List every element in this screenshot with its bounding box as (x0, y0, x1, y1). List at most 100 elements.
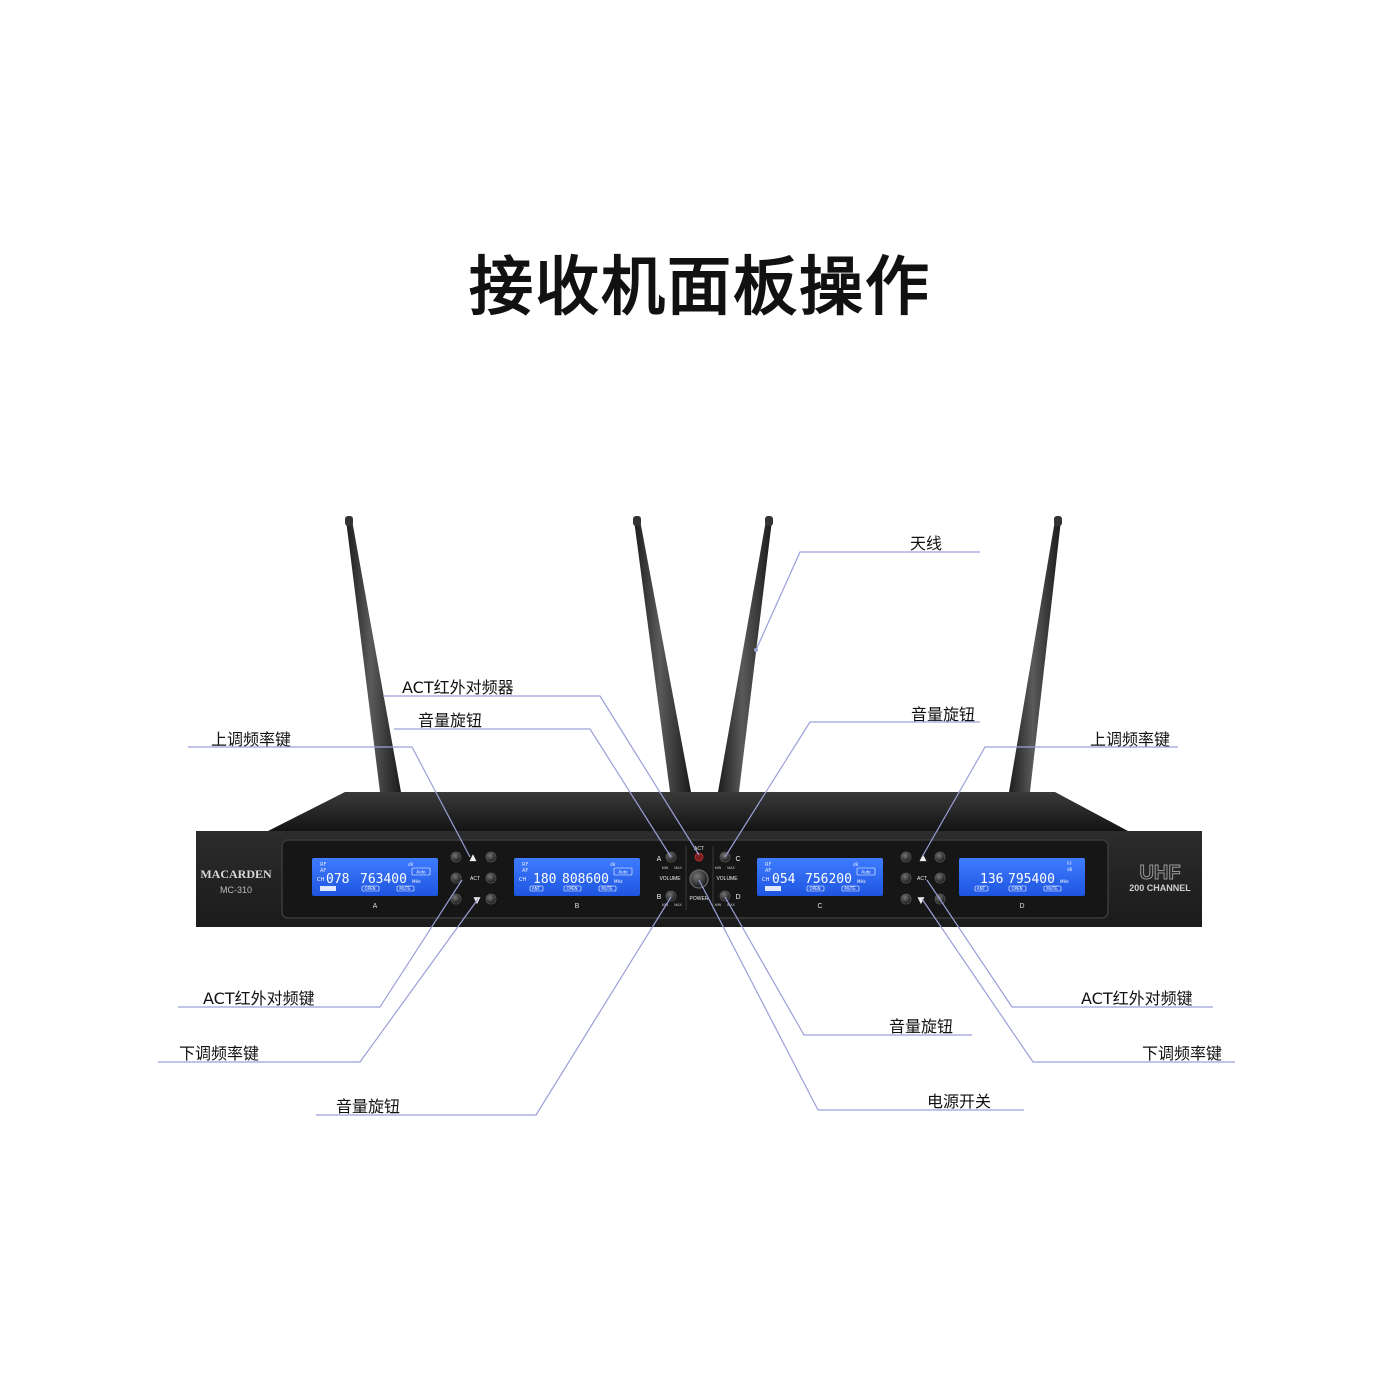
leader-up-key-left (188, 746, 471, 858)
up-button-left-1[interactable] (450, 851, 462, 863)
antenna-3 (718, 516, 773, 792)
svg-text:MIN: MIN (662, 866, 669, 870)
svg-text:CH: CH (762, 877, 769, 883)
channel-letter-a: A (373, 903, 378, 910)
svg-text:MAX: MAX (727, 866, 735, 870)
center-control-section: A MIN MAX VOLUME B MIN MAX ACT POWER C M… (657, 846, 741, 910)
callout-volume-knob-bottom-left: 音量旋钮 (336, 1097, 401, 1116)
power-button[interactable] (689, 869, 709, 889)
svg-text:Auto: Auto (861, 870, 871, 875)
lcd-a-frequency: 763400 (360, 872, 407, 887)
knob-letter-c: C (735, 856, 740, 863)
leader-antenna (755, 551, 980, 651)
svg-text:CH: CH (317, 877, 324, 883)
svg-text:dB: dB (1067, 867, 1073, 872)
svg-text:AF: AF (522, 868, 528, 874)
callout-act-ir-device: ACT红外对频器 (402, 678, 514, 697)
leader-act-key-left (178, 879, 463, 1008)
svg-text:MIN: MIN (662, 903, 669, 907)
leader-volume-knob-top-right (724, 721, 980, 858)
power-label: POWER (690, 896, 709, 902)
svg-text:ACT: ACT (470, 876, 480, 882)
lcd-b-channel: 180 (533, 872, 556, 887)
svg-text:MUTE: MUTE (399, 886, 411, 891)
brand-logo: MACARDEN (200, 867, 272, 881)
svg-text:MHz: MHz (1060, 879, 1069, 884)
lcd-a-channel: 078 (326, 872, 349, 887)
antenna-4 (1009, 516, 1062, 792)
svg-text:dB: dB (853, 862, 859, 867)
svg-text:MUTE: MUTE (601, 886, 613, 891)
svg-text:OPEN: OPEN (809, 886, 820, 891)
down-arrow-icon: ▼ (918, 896, 925, 906)
svg-text:MUTE: MUTE (1046, 886, 1058, 891)
leader-act-ir-device (383, 695, 700, 856)
up-arrow-icon: ▲ (470, 853, 477, 863)
callout-volume-knob-top-left: 音量旋钮 (418, 711, 483, 730)
svg-text:AF: AF (320, 868, 326, 874)
leader-power-switch (698, 879, 1024, 1111)
svg-text:MUTE: MUTE (844, 886, 856, 891)
act-button-right-1[interactable] (900, 872, 912, 884)
up-button-left-2[interactable] (485, 851, 497, 863)
svg-text:Auto: Auto (416, 870, 426, 875)
lcd-display-d: RF dB 136 795400 MHz ANT OPEN MUTE (959, 858, 1085, 896)
callout-down-key-right: 下调频率键 (1142, 1044, 1223, 1063)
svg-text:RF: RF (765, 862, 771, 868)
up-button-right-2[interactable] (934, 851, 946, 863)
svg-text:dB: dB (610, 862, 616, 867)
antenna-2 (633, 516, 691, 792)
callout-power-switch: 电源开关 (927, 1092, 992, 1111)
svg-text:MIN: MIN (715, 903, 722, 907)
model-label: MC-310 (220, 885, 252, 895)
leader-volume-knob-top-left (394, 728, 672, 858)
leader-down-key-right (921, 898, 1235, 1063)
lcd-display-a: RF AF CH 078 763400 MHz Auto dB OPEN MUT… (312, 858, 438, 896)
svg-text:VOLUME: VOLUME (659, 876, 681, 882)
volume-knob-b[interactable] (665, 890, 677, 902)
button-cluster-left: ▲ ACT ▼ (450, 851, 497, 906)
volume-knob-d[interactable] (719, 890, 731, 902)
callout-act-key-right: ACT红外对频键 (1081, 989, 1193, 1008)
svg-text:MAX: MAX (674, 866, 682, 870)
callout-up-key-left: 上调频率键 (211, 730, 292, 749)
lcd-b-frequency: 808600 (562, 872, 609, 887)
lcd-c-frequency: 756200 (805, 872, 852, 887)
svg-text:ANT: ANT (977, 886, 986, 891)
lcd-c-channel: 054 (772, 872, 796, 887)
chassis-top (268, 792, 1128, 831)
act-ir-sensor (694, 852, 704, 862)
down-button-left-2[interactable] (485, 893, 497, 905)
svg-text:MHz: MHz (614, 879, 623, 884)
svg-text:AF: AF (765, 868, 771, 874)
svg-text:VOLUME: VOLUME (716, 876, 738, 882)
svg-text:OPEN: OPEN (566, 886, 577, 891)
callout-volume-knob-top-right: 音量旋钮 (911, 705, 976, 724)
leader-up-key-right (921, 746, 1178, 858)
act-button-left-1[interactable] (450, 872, 462, 884)
act-button-left-2[interactable] (485, 872, 497, 884)
svg-text:ANT: ANT (532, 886, 541, 891)
svg-text:RF: RF (522, 862, 528, 868)
up-button-right-1[interactable] (900, 851, 912, 863)
svg-text:OPEN: OPEN (1011, 886, 1022, 891)
svg-text:CH: CH (519, 877, 526, 883)
leader-volume-knob-bottom-right (724, 896, 972, 1036)
svg-text:OPEN: OPEN (364, 886, 375, 891)
svg-text:MHz: MHz (412, 879, 421, 884)
svg-text:RF: RF (320, 862, 326, 868)
lcd-display-c: RF AF CH 054 756200 MHz Auto dB OPEN MUT… (757, 858, 883, 896)
down-button-left-1[interactable] (450, 893, 462, 905)
channel-letter-b: B (575, 903, 580, 910)
svg-text:Auto: Auto (618, 870, 628, 875)
svg-text:MAX: MAX (727, 903, 735, 907)
channel-badge: 200 CHANNEL (1129, 883, 1191, 893)
up-arrow-icon: ▲ (920, 853, 927, 863)
act-button-right-2[interactable] (934, 872, 946, 884)
lcd-d-frequency: 795400 (1008, 872, 1055, 887)
svg-text:MIN: MIN (715, 866, 722, 870)
down-button-right-1[interactable] (900, 893, 912, 905)
callout-antenna: 天线 (910, 534, 943, 553)
leader-volume-knob-bottom-left (316, 896, 672, 1116)
